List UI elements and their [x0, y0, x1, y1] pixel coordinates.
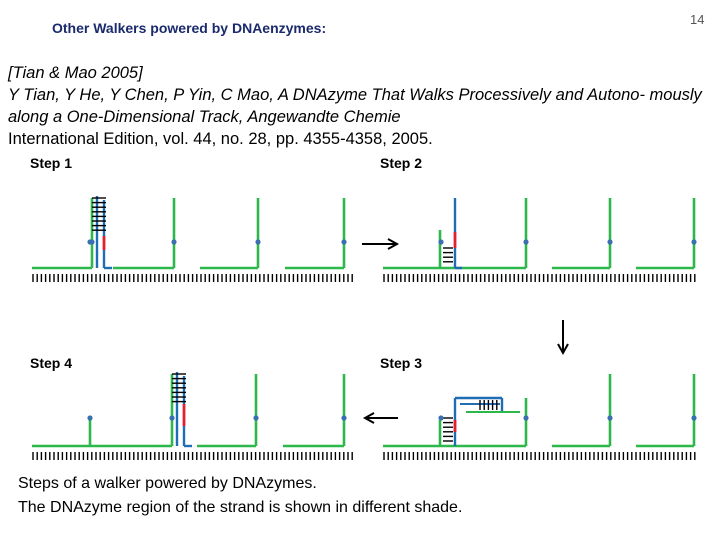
slide-title: Other Walkers powered by DNAenzymes: — [52, 20, 327, 36]
anchor-dot — [341, 415, 347, 421]
anchor-dot — [169, 415, 175, 421]
page-number: 14 — [690, 12, 705, 27]
anchor-dot — [691, 239, 697, 245]
arrow-down-head — [557, 343, 569, 356]
anchor-dot — [438, 415, 444, 421]
step-2-label: Step 2 — [380, 155, 422, 171]
anchor-dot — [523, 415, 529, 421]
citation-block: [Tian & Mao 2005] Y Tian, Y He, Y Chen, … — [8, 62, 708, 150]
caption-line-2: The DNAzyme region of the strand is show… — [18, 499, 463, 516]
caption: Steps of a walker powered by DNAzymes. T… — [18, 472, 462, 520]
citation-publication: International Edition, vol. 44, no. 28, … — [8, 130, 433, 148]
anchor-dot — [438, 239, 444, 245]
anchor-dot — [341, 239, 347, 245]
citation-tag: [Tian & Mao 2005] — [8, 64, 143, 82]
anchor-dot — [523, 239, 529, 245]
citation-authors-title: Y Tian, Y He, Y Chen, P Yin, C Mao, A DN… — [8, 86, 702, 126]
step-3-label: Step 3 — [380, 355, 422, 371]
step-1-label: Step 1 — [30, 155, 72, 171]
anchor-dot — [253, 415, 259, 421]
anchor-dot — [87, 239, 93, 245]
anchor-dot — [255, 239, 261, 245]
anchor-dot — [87, 415, 93, 421]
anchor-dot — [607, 239, 613, 245]
arrow-left-head — [362, 412, 375, 424]
anchor-dot — [171, 239, 177, 245]
step-4-label: Step 4 — [30, 355, 72, 371]
anchor-dot — [607, 415, 613, 421]
walker-steps-figure: Step 1 Step 2 Step 3 Step 4 — [30, 155, 697, 460]
anchor-dot — [691, 415, 697, 421]
arrow-right-head — [387, 238, 400, 250]
caption-line-1: Steps of a walker powered by DNAzymes. — [18, 475, 317, 492]
